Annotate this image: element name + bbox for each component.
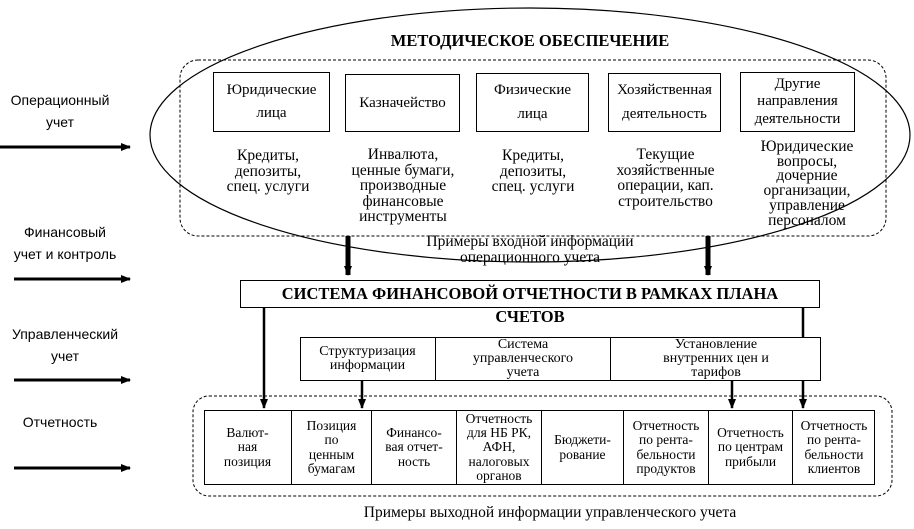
- operational-dashed-frame: [179, 59, 887, 237]
- label-operational-accounting: Операционный учет: [10, 92, 110, 130]
- output-profit-centers: Отчетность по центрам прибыли: [709, 410, 793, 485]
- output-product-profitability: Отчетность по рента- бельности продуктов: [624, 410, 709, 485]
- output-financial-statements: Финансо- вая отчет- ность: [372, 410, 457, 485]
- system-box-label-continued: СЧЕТОВ: [495, 307, 565, 326]
- output-currency-position: Валют- ная позиция: [204, 410, 292, 485]
- box-info-structuring: Структуризация информации: [300, 337, 436, 381]
- input-caption: Примеры входной информации операционного…: [426, 233, 634, 266]
- system-box-label: СИСТЕМА ФИНАНСОВОЙ ОТЧЕТНОСТИ В РАМКАХ П…: [281, 284, 779, 303]
- output-row: [204, 410, 875, 485]
- desc-other-activities: Юридические вопросы, дочерние организаци…: [760, 138, 854, 229]
- label-management-accounting: Управленческий учет: [11, 326, 119, 364]
- box-internal-pricing: Установление внутренних цен и тарифов: [663, 337, 769, 380]
- label-reporting: Отчетность: [22, 414, 98, 430]
- output-securities-position: Позиция по ценным бумагам: [292, 410, 372, 485]
- box-business-activity: Хозяйственная деятельность: [608, 73, 721, 132]
- output-caption: Примеры выходной информации управленческ…: [363, 504, 737, 521]
- label-financial-accounting: Финансовый учет и контроль: [13, 224, 117, 262]
- desc-individuals: Кредиты, депозиты, спец. услуги: [491, 147, 575, 195]
- desc-business-activity: Текущие хозяйственные операции, кап. стр…: [616, 146, 715, 210]
- output-client-profitability: Отчетность по рента- бельности клиентов: [800, 418, 868, 476]
- financial-reporting-system-box: СИСТЕМА ФИНАНСОВОЙ ОТЧЕТНОСТИ В РАМКАХ П…: [240, 280, 820, 308]
- box-individuals: Физические лица: [476, 73, 589, 132]
- output-budgeting: Бюджети- рование: [542, 410, 624, 485]
- management-system-row: [300, 337, 821, 381]
- desc-legal-entities: Кредиты, депозиты, спец. услуги: [226, 147, 310, 195]
- box-treasury: Казначейство: [345, 74, 460, 132]
- desc-treasury: Инвалюта, ценные бумаги, производные фин…: [351, 146, 455, 225]
- methodology-ellipse: [149, 7, 911, 263]
- box-legal-entities: Юридические лица: [213, 72, 330, 132]
- reporting-dashed-frame: [192, 395, 893, 497]
- box-management-accounting-system: Система управленческого учета: [436, 337, 611, 381]
- output-regulatory-reporting: Отчетность для НБ РК, АФН, налоговых орг…: [457, 410, 542, 485]
- box-other-activities: Другие направления деятельности: [740, 72, 855, 132]
- diagram-title: МЕТОДИЧЕСКОЕ ОБЕСПЕЧЕНИЕ: [390, 31, 670, 50]
